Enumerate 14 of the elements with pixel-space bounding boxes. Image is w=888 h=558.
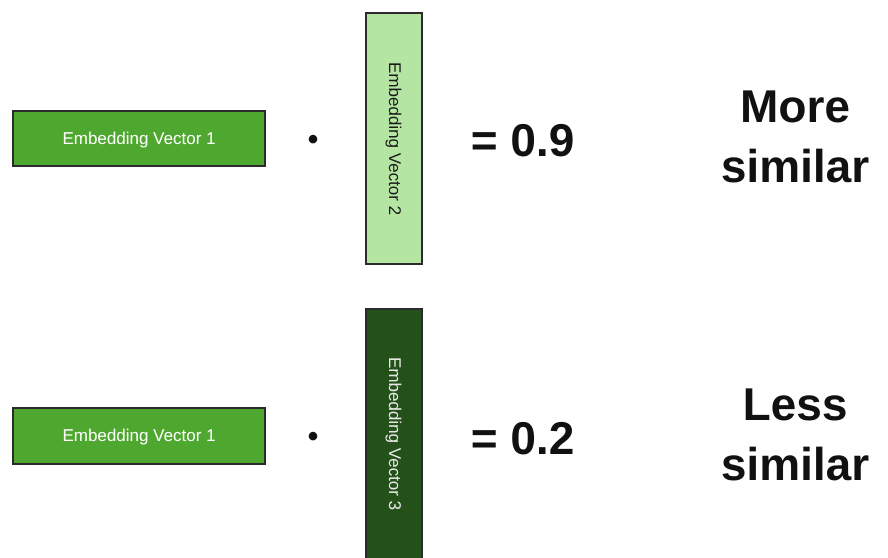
- similarity-note: More similar: [720, 79, 870, 194]
- vector-label: Embedding Vector 2: [384, 62, 404, 216]
- vertical-vector-box: [365, 308, 423, 558]
- similarity-note: Less similar: [720, 377, 870, 492]
- vector-label: Embedding Vector 1: [62, 426, 216, 446]
- vertical-vector-box: [365, 12, 423, 265]
- vector-box: [12, 110, 266, 167]
- vector-label: Embedding Vector 1: [62, 128, 216, 148]
- similarity-score: = 0.2: [470, 411, 576, 466]
- vector-label: Embedding Vector 3: [384, 357, 404, 511]
- dot-operator: •: [306, 419, 320, 455]
- similarity-score: = 0.9: [470, 113, 576, 168]
- vector-box: [12, 407, 266, 465]
- dot-operator: •: [306, 122, 320, 158]
